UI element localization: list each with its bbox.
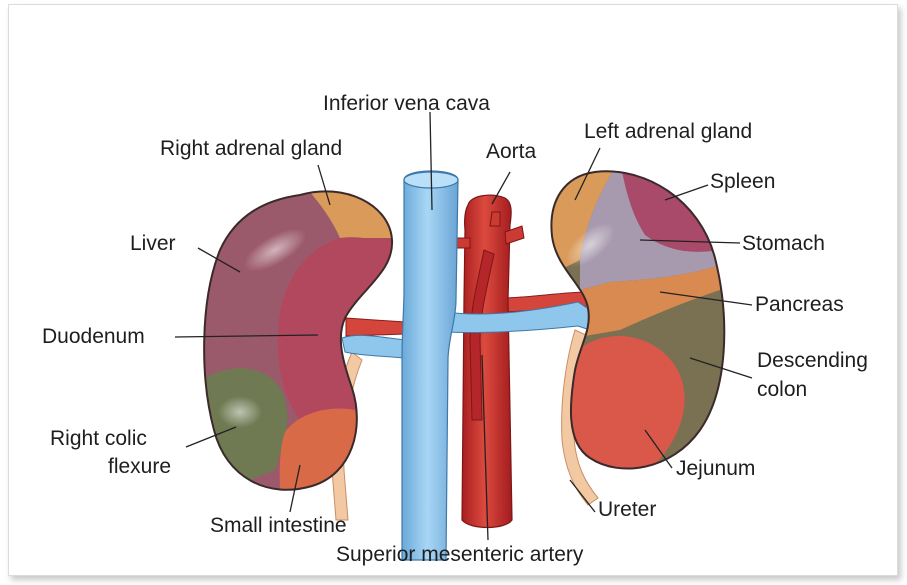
label-right-adrenal-gland: Right adrenal gland	[160, 137, 342, 160]
label-pancreas: Pancreas	[755, 293, 844, 316]
label-inferior-vena-cava: Inferior vena cava	[323, 92, 490, 115]
label-right-colic-flexure-line2: flexure	[108, 455, 171, 478]
label-left-adrenal-gland: Left adrenal gland	[584, 120, 752, 143]
label-aorta: Aorta	[486, 140, 537, 163]
label-descending-colon-line1: Descending	[757, 349, 868, 372]
right-renal-artery	[346, 318, 405, 336]
inferior-vena-cava-vessel	[402, 171, 458, 560]
label-spleen: Spleen	[710, 170, 775, 193]
label-liver: Liver	[130, 232, 176, 255]
label-superior-mesenteric-artery: Superior mesenteric artery	[336, 543, 584, 566]
label-right-colic-flexure-line1: Right colic	[50, 427, 147, 450]
label-ureter: Ureter	[598, 498, 656, 521]
label-small-intestine: Small intestine	[210, 514, 347, 537]
label-stomach: Stomach	[742, 232, 825, 255]
label-duodenum: Duodenum	[42, 325, 145, 348]
label-jejunum: Jejunum	[676, 457, 755, 480]
label-descending-colon-line2: colon	[757, 378, 807, 401]
